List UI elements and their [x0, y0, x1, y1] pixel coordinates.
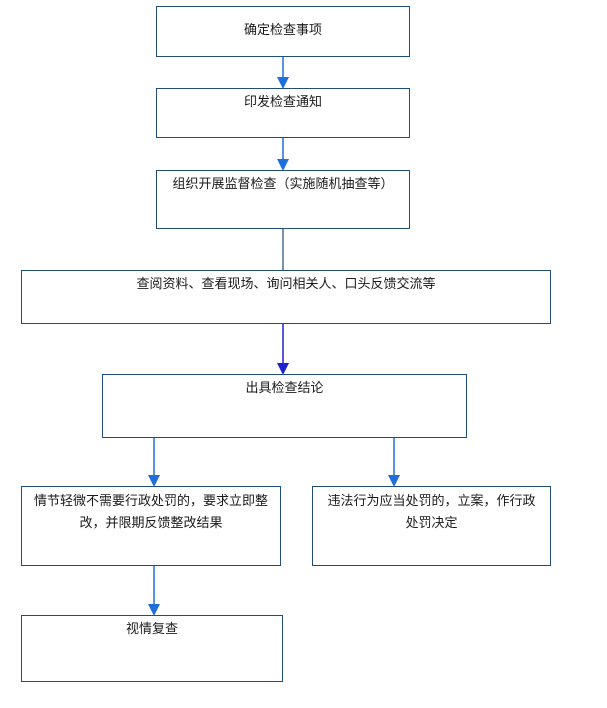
step-violation-case-label: 违法行为应当处罚的，立案，作行政处罚决定 — [327, 494, 536, 531]
step-issue-notice-label: 印发检查通知 — [243, 95, 322, 110]
step-confirm-items: 确定检查事项 — [156, 6, 410, 57]
step-confirm-items-label: 确定检查事项 — [243, 23, 322, 38]
step-minor-case-label: 情节轻微不需要行政处罚的，要求立即整改，并限期反馈整改结果 — [33, 494, 268, 531]
step-review: 视情复查 — [21, 615, 283, 682]
step-minor-case: 情节轻微不需要行政处罚的，要求立即整改，并限期反馈整改结果 — [21, 486, 281, 566]
step-issue-conclusion: 出具检查结论 — [102, 374, 467, 438]
step-inspection-methods: 查阅资料、查看现场、询问相关人、口头反馈交流等 — [21, 270, 551, 324]
step-issue-notice: 印发检查通知 — [156, 88, 410, 138]
step-issue-conclusion-label: 出具检查结论 — [245, 381, 324, 396]
step-organize-inspection-label: 组织开展监督检查（实施随机抽查等） — [172, 177, 394, 192]
step-inspection-methods-label: 查阅资料、查看现场、询问相关人、口头反馈交流等 — [136, 277, 436, 292]
step-violation-case: 违法行为应当处罚的，立案，作行政处罚决定 — [312, 486, 551, 566]
step-review-label: 视情复查 — [125, 622, 178, 637]
step-organize-inspection: 组织开展监督检查（实施随机抽查等） — [156, 170, 410, 229]
